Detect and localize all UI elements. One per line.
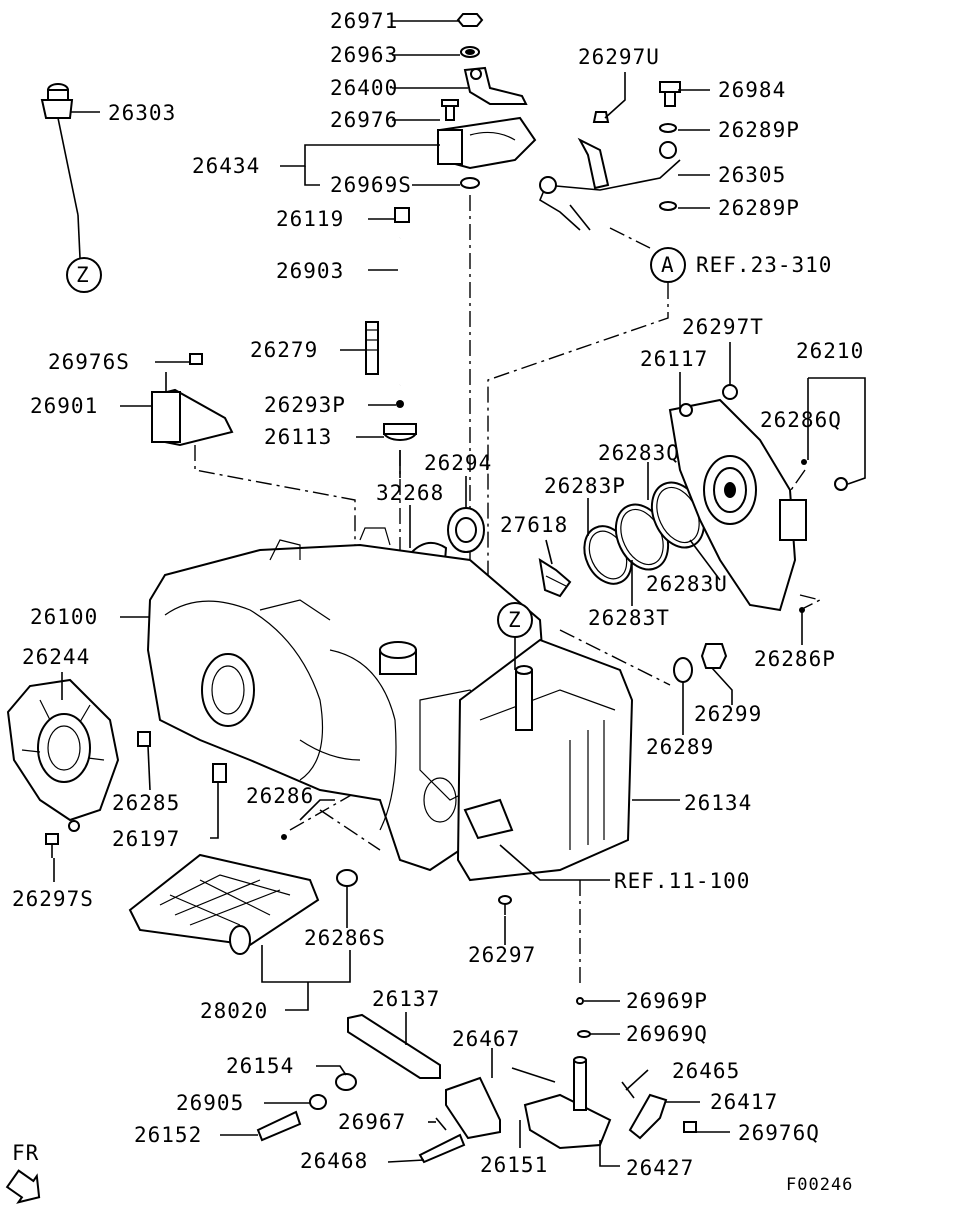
label-26289: 26289 [646, 735, 714, 759]
label-26283q: 26283Q [598, 441, 680, 465]
callout-markers [66, 247, 686, 670]
label-26303: 26303 [108, 101, 176, 125]
reference-label-b: REF.11-100 [614, 869, 750, 893]
front-direction-label: FR [12, 1141, 39, 1165]
end-cover-part [668, 384, 848, 613]
label-26244: 26244 [22, 645, 90, 669]
label-26286p: 26286P [754, 647, 836, 671]
reference-labels: REF.23-310 REF.11-100 [614, 253, 832, 893]
label-26969s: 26969S [330, 173, 412, 197]
label-26154: 26154 [226, 1054, 294, 1078]
label-26905: 26905 [176, 1091, 244, 1115]
cooler-pipe-group [538, 81, 681, 231]
label-26289p-upper: 26289P [718, 118, 800, 142]
label-26283t: 26283T [588, 606, 670, 630]
label-26151: 26151 [480, 1153, 548, 1177]
label-26976s: 26976S [48, 350, 130, 374]
label-26152: 26152 [134, 1123, 202, 1147]
label-26286: 26286 [246, 784, 314, 808]
callout-a: A [661, 253, 675, 277]
oil-pan-part [456, 638, 728, 915]
label-26971: 26971 [330, 9, 398, 33]
part-number-labels: 26971 26963 26400 26976 26434 26969S 263… [12, 9, 864, 1180]
label-26113: 26113 [264, 425, 332, 449]
label-26134: 26134 [684, 791, 752, 815]
selector-linkage-group [256, 997, 697, 1164]
label-26976q: 26976Q [738, 1121, 820, 1145]
dipstick-part [40, 83, 81, 259]
label-26963: 26963 [330, 43, 398, 67]
oil-strainer-part [128, 853, 320, 955]
label-26305: 26305 [718, 163, 786, 187]
label-26100: 26100 [30, 605, 98, 629]
label-26434: 26434 [192, 154, 260, 178]
label-32268: 32268 [376, 481, 444, 505]
label-26119: 26119 [276, 207, 344, 231]
label-26901: 26901 [30, 394, 98, 418]
reference-label-a: REF.23-310 [696, 253, 832, 277]
label-26297t: 26297T [682, 315, 764, 339]
label-26297: 26297 [468, 943, 536, 967]
callout-letters: Z A Z [76, 253, 675, 632]
callout-z-upper: Z [76, 263, 90, 287]
speed-sensor-part [151, 353, 234, 447]
label-26286q: 26286Q [760, 408, 842, 432]
inhibitor-switch-group [437, 13, 537, 189]
label-28020: 28020 [200, 999, 268, 1023]
label-26984: 26984 [718, 78, 786, 102]
label-26299: 26299 [694, 702, 762, 726]
transmission-case-part [146, 527, 547, 872]
label-26417: 26417 [710, 1090, 778, 1114]
label-26285: 26285 [112, 791, 180, 815]
label-26283p: 26283P [544, 474, 626, 498]
label-26197: 26197 [112, 827, 180, 851]
label-26293p: 26293P [264, 393, 346, 417]
label-26400: 26400 [330, 76, 398, 100]
label-27618: 27618 [500, 513, 568, 537]
label-26297u: 26297U [578, 45, 660, 69]
label-26289p-lower: 26289P [718, 196, 800, 220]
label-26297s: 26297S [12, 887, 94, 911]
label-26210: 26210 [796, 339, 864, 363]
label-26294: 26294 [424, 451, 492, 475]
label-26427: 26427 [626, 1156, 694, 1180]
callout-z-middle: Z [508, 608, 522, 632]
breather-tube-group [365, 207, 417, 441]
label-26903: 26903 [276, 259, 344, 283]
label-26969q: 26969Q [626, 1022, 708, 1046]
label-26969p: 26969P [626, 989, 708, 1013]
label-26286s: 26286S [304, 926, 386, 950]
label-26467: 26467 [452, 1027, 520, 1051]
front-direction-arrow-icon [5, 1169, 41, 1204]
label-26137: 26137 [372, 987, 440, 1011]
transfer-housing-part [6, 678, 358, 887]
label-26465: 26465 [672, 1059, 740, 1083]
label-26967: 26967 [338, 1110, 406, 1134]
label-26283u: 26283U [646, 572, 728, 596]
figure-code: F00246 [786, 1175, 853, 1195]
leader-lines [53, 20, 866, 1167]
label-26976: 26976 [330, 108, 398, 132]
label-26468: 26468 [300, 1149, 368, 1173]
label-26279: 26279 [250, 338, 318, 362]
label-26117: 26117 [640, 347, 708, 371]
